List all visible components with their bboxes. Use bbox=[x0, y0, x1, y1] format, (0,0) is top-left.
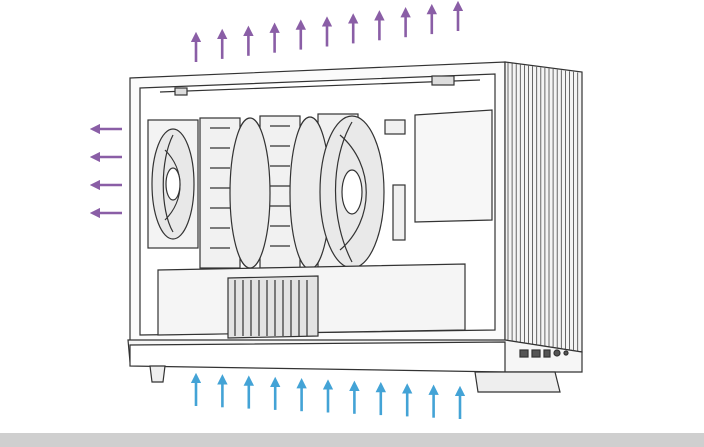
cooler-fans bbox=[229, 115, 385, 270]
front-io-ports bbox=[519, 349, 569, 358]
intake-bottom-arrows bbox=[190, 372, 466, 419]
case-foot-left bbox=[149, 365, 166, 383]
drive-bay bbox=[414, 109, 493, 223]
exhaust-top-arrows bbox=[190, 0, 464, 62]
footer-bar bbox=[0, 433, 704, 447]
exhaust-rear-arrows bbox=[89, 123, 122, 219]
motherboard-atx-connector bbox=[392, 184, 406, 241]
case-base-front bbox=[129, 341, 506, 373]
rear-exhaust-fan bbox=[147, 119, 199, 249]
graphics-card bbox=[157, 263, 466, 339]
pc-case bbox=[127, 61, 583, 393]
case-foot-right bbox=[474, 371, 561, 393]
